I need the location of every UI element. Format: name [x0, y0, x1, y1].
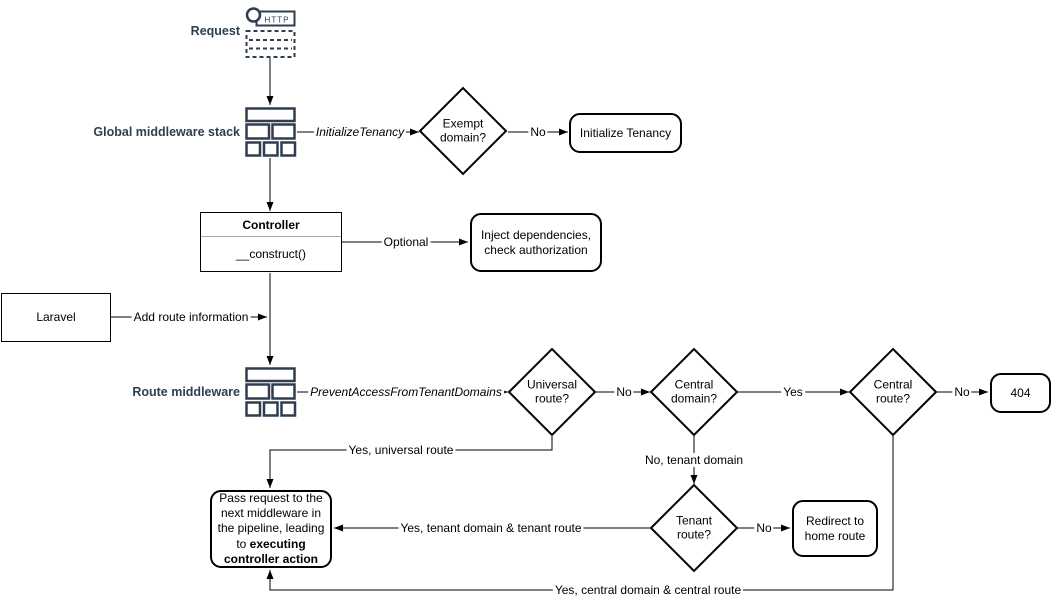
edge-label-initialize-tenancy: InitializeTenancy [313, 125, 407, 139]
edge-label-universal-yes: Yes, universal route [346, 443, 456, 457]
redirect-home-box: Redirect to home route [792, 500, 878, 557]
route-middleware-icon [245, 367, 297, 417]
http-badge-text: HTTP [265, 16, 290, 25]
controller-title: Controller [201, 213, 341, 237]
decision-universal-route [507, 347, 597, 437]
edge-label-tenant-domain-no: No, tenant domain [642, 453, 746, 467]
tenant-route-text: Tenant route? [675, 513, 713, 542]
initialize-tenancy-box: Initialize Tenancy [569, 113, 682, 153]
exempt-domain-text: Exempt domain? [439, 116, 487, 145]
decision-central-route [848, 347, 938, 437]
request-label: Request [190, 24, 240, 38]
central-domain-text: Central domain? [670, 377, 718, 406]
central-route-text: Central route? [873, 377, 913, 406]
edge-label-tenant-route-no: No [754, 521, 774, 535]
controller-box: Controller __construct() [200, 212, 342, 272]
not-found-box: 404 [990, 373, 1051, 413]
global-middleware-stack-icon [245, 107, 297, 157]
inject-dependencies-box: Inject dependencies, check authorization [470, 213, 602, 272]
global-middleware-stack-label: Global middleware stack [93, 125, 240, 139]
laravel-box: Laravel [1, 293, 111, 342]
edge-label-central-domain-yes: Yes [781, 385, 805, 399]
edge-label-tenant-yes: Yes, tenant domain & tenant route [398, 521, 584, 535]
route-middleware-label: Route middleware [132, 385, 240, 399]
decision-tenant-route [649, 483, 739, 573]
pass-request-box: Pass request to the next middleware in t… [210, 490, 332, 568]
decision-central-domain [649, 347, 739, 437]
edge-label-central-route-no: No [952, 385, 972, 399]
http-request-icon: HTTP [245, 7, 296, 58]
universal-route-text: Universal route? [526, 377, 577, 406]
pass-request-text: Pass request to the next middleware in t… [217, 490, 325, 566]
controller-method: __construct() [235, 247, 307, 261]
decision-exempt-domain [418, 86, 508, 176]
edge-label-optional: Optional [381, 235, 431, 249]
edge-label-prevent-access: PreventAccessFromTenantDomains [308, 385, 504, 399]
edge-label-exempt-no: No [528, 125, 548, 139]
edge-label-universal-no: No [614, 385, 634, 399]
edge-label-add-route-information: Add route information [131, 310, 251, 324]
edge-label-central-yes: Yes, central domain & central route [552, 583, 744, 597]
